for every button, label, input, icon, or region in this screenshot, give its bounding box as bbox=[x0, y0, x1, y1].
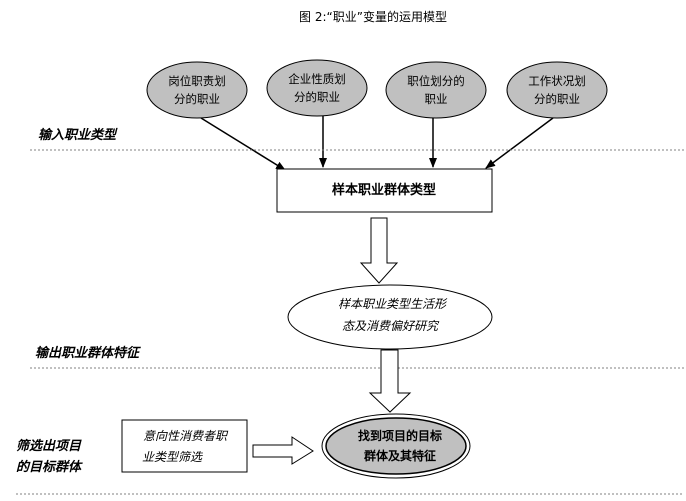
section-label-output: 输出职业群体特征 bbox=[35, 345, 141, 361]
sample-occupation-box: 样本职业群体类型 bbox=[276, 168, 493, 213]
block-arrow-right bbox=[252, 436, 314, 465]
block-arrow-down bbox=[359, 217, 399, 284]
target-group-node: 找到项目的目标 群体及其特征 bbox=[321, 413, 471, 479]
sample-occupation-label: 样本职业群体类型 bbox=[332, 182, 436, 198]
input-arrow bbox=[485, 117, 554, 169]
research-label: 样本职业类型生活形 bbox=[338, 297, 448, 311]
input-node-enterprise-nature: 企业性质划 分的职业 bbox=[266, 59, 368, 117]
block-arrow-down bbox=[368, 349, 412, 413]
section-label-filter: 筛选出项目 bbox=[16, 438, 82, 454]
input-node-position: 职位划分的 职业 bbox=[385, 61, 487, 119]
input-arrow bbox=[200, 117, 286, 171]
input-node-job-responsibility: 岗位职责划 分的职业 bbox=[146, 61, 248, 119]
input-node-label: 工作状况划 bbox=[528, 74, 586, 88]
input-node-label: 职业 bbox=[425, 92, 448, 106]
input-node-label: 企业性质划 bbox=[288, 72, 346, 86]
input-node-label: 职位划分的 bbox=[407, 74, 465, 88]
input-node-label: 分的职业 bbox=[294, 90, 340, 104]
target-label: 群体及其特征 bbox=[363, 448, 436, 463]
consumer-screening-box: 意向性消费者职 业类型筛选 bbox=[121, 419, 248, 473]
screening-label: 意向性消费者职 bbox=[143, 429, 229, 443]
section-label-input: 输入职业类型 bbox=[38, 127, 118, 143]
section-label-filter: 的目标群体 bbox=[16, 459, 83, 475]
input-node-label: 分的职业 bbox=[174, 92, 220, 106]
screening-label: 业类型筛选 bbox=[142, 450, 204, 464]
research-label: 态及消费偏好研究 bbox=[342, 319, 440, 333]
figure-title: 图 2:“职业”变量的运用模型 bbox=[299, 9, 447, 24]
input-node-label: 岗位职责划 bbox=[168, 74, 226, 88]
input-node-label: 分的职业 bbox=[534, 92, 580, 106]
target-label: 找到项目的目标 bbox=[358, 428, 442, 443]
lifestyle-research-node: 样本职业类型生活形 态及消费偏好研究 bbox=[287, 284, 493, 350]
input-node-work-status: 工作状况划 分的职业 bbox=[506, 61, 608, 119]
